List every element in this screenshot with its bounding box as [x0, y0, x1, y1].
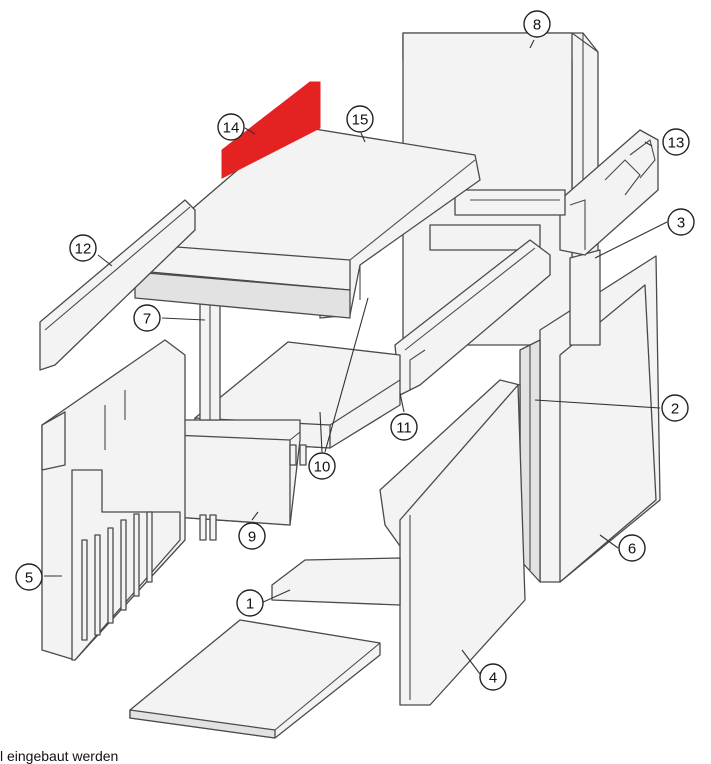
part-7-left-support: [199, 303, 221, 421]
callout-15: 15: [346, 105, 374, 133]
callout-label: 13: [668, 135, 685, 152]
callout-12: 12: [69, 234, 97, 262]
callout-8: 8: [523, 10, 551, 38]
callout-circle: [479, 663, 507, 691]
callout-1: 1: [236, 589, 264, 617]
back-rails: [429, 189, 566, 251]
callout-11: 11: [390, 413, 418, 441]
callout-label: 1: [246, 596, 254, 613]
part-5-left-wall: [41, 339, 186, 661]
callout-label: 11: [396, 420, 412, 437]
part-12-left-ledge: [39, 199, 196, 371]
callout-3: 3: [667, 208, 695, 236]
callout-label: 4: [489, 670, 497, 687]
part-4-front-right-panel: [379, 379, 526, 706]
callout-label: 3: [677, 215, 685, 232]
callout-5: 5: [15, 563, 43, 591]
callout-6: 6: [618, 534, 646, 562]
callout-label: 5: [25, 570, 33, 587]
callout-circle: [346, 105, 374, 133]
callout-10: 10: [308, 452, 336, 480]
callout-13: 13: [662, 128, 690, 156]
callout-4: 4: [479, 663, 507, 691]
callout-circle: [390, 413, 418, 441]
callout-circle: [618, 534, 646, 562]
callout-label: 15: [352, 112, 369, 129]
rear-ribs: [199, 444, 307, 541]
callout-circle: [523, 10, 551, 38]
callout-label: 12: [75, 241, 92, 258]
callout-circle: [217, 113, 245, 141]
callout-circle: [236, 589, 264, 617]
callout-label: 14: [223, 120, 240, 137]
part-14-red-firebrick: [221, 81, 321, 179]
callout-label: 6: [628, 541, 636, 558]
callout-circle: [661, 394, 689, 422]
callout-circle: [308, 452, 336, 480]
callout-circle: [662, 128, 690, 156]
callout-circle: [667, 208, 695, 236]
callout-circle: [69, 234, 97, 262]
callout-label: 8: [533, 17, 541, 34]
part-3-right-column: [569, 249, 601, 346]
part-13-right-ledge: [559, 129, 659, 256]
callout-label: 10: [314, 459, 331, 476]
callout-14: 14: [217, 113, 245, 141]
callout-circle: [133, 304, 161, 332]
callout-circle: [238, 522, 266, 550]
caption-text: l eingebaut werden: [0, 748, 119, 764]
callout-circle: [15, 563, 43, 591]
callout-label: 7: [143, 311, 151, 328]
callout-7: 7: [133, 304, 161, 332]
callout-2: 2: [661, 394, 689, 422]
callout-label: 9: [248, 529, 256, 546]
part-15-top-slab: [134, 124, 481, 319]
callout-9: 9: [238, 522, 266, 550]
callout-label: 2: [671, 401, 679, 418]
part-1-floor-plates: [129, 557, 401, 739]
